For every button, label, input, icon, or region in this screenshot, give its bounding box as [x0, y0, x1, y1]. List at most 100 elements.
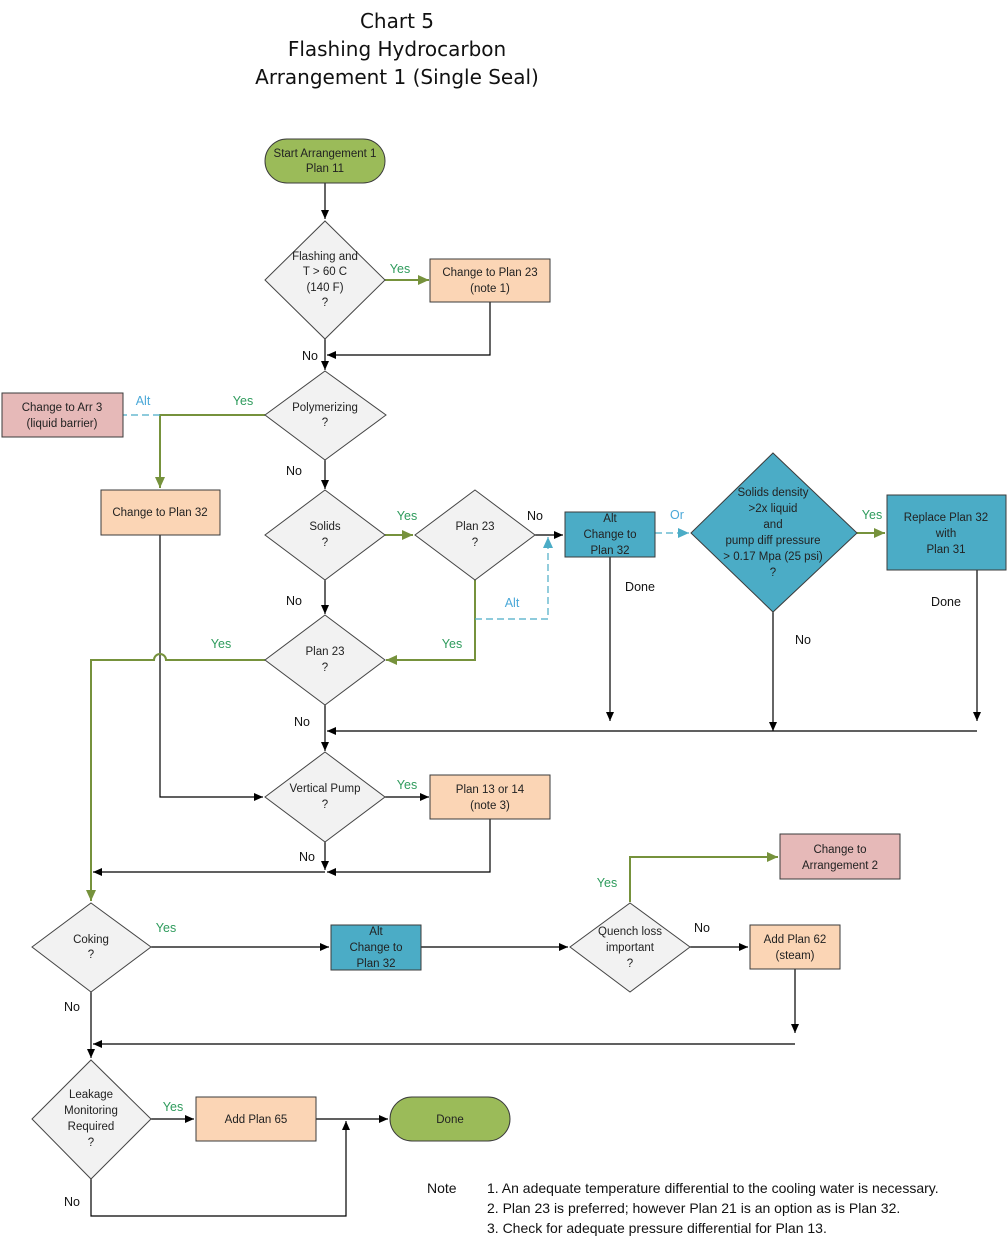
svg-text:(note 3): (note 3)	[470, 800, 510, 812]
label-yes-leakage: Yes	[163, 1100, 183, 1114]
decision-plan23-second: Plan 23 ?	[264, 614, 386, 706]
node-done-line: Done	[436, 1114, 464, 1126]
label-no-plan23: No	[527, 509, 543, 523]
edge-plan23q-yes	[386, 580, 476, 665]
svg-text:important: important	[606, 942, 655, 954]
decision-quench-line: Quench loss	[598, 926, 662, 938]
action-alt-plan32-mid-line: Change to	[349, 942, 402, 954]
decision-solids-line: Solids	[309, 521, 341, 533]
decision-vertical-pump-line: Vertical Pump	[290, 783, 361, 795]
label-no-coking: No	[64, 1000, 80, 1014]
svg-text:and: and	[763, 519, 782, 531]
label-no-leakage: No	[64, 1195, 80, 1209]
label-done-replace: Done	[931, 595, 961, 609]
svg-text:Plan 31: Plan 31	[926, 544, 965, 556]
svg-text:Leakage: Leakage	[69, 1089, 113, 1101]
label-yes-solids: Yes	[397, 509, 417, 523]
label-yes-polymerizing: Yes	[233, 394, 253, 408]
label-or: Or	[670, 508, 684, 522]
edge-plan32left-to-vertical	[159, 535, 263, 801]
label-done-altchange: Done	[625, 580, 655, 594]
decision-polymerizing: Polymerizing ?	[264, 370, 387, 461]
connectors	[86, 183, 981, 1217]
svg-text:?: ?	[88, 949, 94, 961]
action-plan62: Add Plan 62 (steam)	[749, 924, 841, 970]
decision-leakage-line: Monitoring	[64, 1105, 118, 1117]
svg-text:(note 1): (note 1)	[470, 283, 510, 295]
svg-text:Add Plan 65: Add Plan 65	[225, 1114, 288, 1126]
action-arr2-line: Arrangement 2	[802, 860, 878, 872]
decision-leakage-line: Leakage	[69, 1089, 113, 1101]
svg-text:Required: Required	[68, 1121, 115, 1133]
decision-polymerizing-line: Polymerizing	[292, 402, 358, 414]
svg-text:Solids density: Solids density	[738, 487, 809, 499]
svg-text:Coking: Coking	[73, 934, 109, 946]
svg-text:pump diff pressure: pump diff pressure	[725, 535, 820, 547]
svg-text:Change to Plan 32: Change to Plan 32	[112, 507, 207, 519]
action-plan23-note1-line: Change to Plan 23	[442, 267, 537, 279]
svg-text:>2x liquid: >2x liquid	[749, 503, 798, 515]
decision-solids-density-line: pump diff pressure	[725, 535, 820, 547]
svg-text:?: ?	[322, 799, 328, 811]
svg-text:Plan 32: Plan 32	[590, 545, 629, 557]
svg-text:Replace Plan 32: Replace Plan 32	[904, 512, 988, 524]
svg-text:Alt: Alt	[369, 926, 383, 938]
action-arr2: Change to Arrangement 2	[779, 833, 901, 880]
label-yes-plan23: Yes	[442, 637, 462, 651]
edge-polymerizing-yes	[155, 414, 265, 488]
decision-solids-density-line: ?	[770, 567, 776, 579]
svg-text:Polymerizing: Polymerizing	[292, 402, 358, 414]
label-no-flashing: No	[302, 349, 318, 363]
decision-solids: Solids ?	[264, 489, 386, 581]
decision-flashing-line: Flashing and	[292, 251, 358, 263]
decision-coking-line: ?	[88, 949, 94, 961]
note-item-2: 2. Plan 23 is preferred; however Plan 21…	[487, 1200, 900, 1216]
node-done: Done	[389, 1096, 511, 1142]
svg-text:Plan 11: Plan 11	[306, 163, 344, 175]
action-arr3-line: (liquid barrier)	[27, 418, 98, 430]
svg-text:Alt: Alt	[603, 513, 617, 525]
action-replace-plan32-line: Replace Plan 32	[904, 512, 988, 524]
label-yes-coking: Yes	[156, 921, 176, 935]
decision-flashing: Flashing and T > 60 C (140 F) ?	[264, 220, 386, 340]
svg-text:?: ?	[322, 417, 328, 429]
svg-text:Flashing and: Flashing and	[292, 251, 358, 263]
label-yes-flashing: Yes	[390, 262, 410, 276]
decision-flashing-line: (140 F)	[306, 282, 343, 294]
edge-quench-yes	[629, 852, 778, 902]
svg-text:with: with	[935, 528, 956, 540]
svg-text:Change to: Change to	[583, 529, 636, 541]
svg-text:Arrangement 2: Arrangement 2	[802, 860, 878, 872]
label-no-density: No	[795, 633, 811, 647]
decision-vertical-pump-line: ?	[322, 799, 328, 811]
node-start: Start Arrangement 1 Plan 11	[264, 138, 386, 184]
action-plan65: Add Plan 65	[195, 1096, 317, 1142]
svg-text:Add Plan 62: Add Plan 62	[764, 934, 827, 946]
label-yes-density: Yes	[862, 508, 882, 522]
action-alt-plan32-mid-line: Alt	[369, 926, 383, 938]
svg-text:Change to: Change to	[349, 942, 402, 954]
chart-title-line-3: Arrangement 1 (Single Seal)	[255, 65, 539, 89]
svg-text:Change to Plan 23: Change to Plan 23	[442, 267, 537, 279]
action-plan32-left: Change to Plan 32	[100, 489, 221, 536]
label-no-solids: No	[286, 594, 302, 608]
action-replace-plan32-line: with	[935, 528, 956, 540]
action-alt-plan32-top-line: Alt	[603, 513, 617, 525]
action-arr3: Change to Arr 3 (liquid barrier)	[1, 392, 124, 438]
decision-leakage-line: Required	[68, 1121, 115, 1133]
svg-text:?: ?	[88, 1137, 94, 1149]
svg-text:Plan 13 or 14: Plan 13 or 14	[456, 784, 525, 796]
svg-text:?: ?	[472, 537, 478, 549]
action-arr3-line: Change to Arr 3	[22, 402, 103, 414]
label-no-plan23-second: No	[294, 715, 310, 729]
chart-title-line-1: Chart 5	[359, 9, 435, 33]
decision-quench: Quench loss important ?	[569, 902, 691, 993]
decision-leakage-line: ?	[88, 1137, 94, 1149]
svg-text:(steam): (steam)	[776, 950, 815, 962]
svg-text:Done: Done	[436, 1114, 464, 1126]
action-plan62-line: Add Plan 62	[764, 934, 827, 946]
note-item-3: 3. Check for adequate pressure different…	[487, 1220, 827, 1236]
decision-plan23-line: Plan 23	[455, 521, 494, 533]
decision-solids-line: ?	[322, 537, 328, 549]
action-plan23-note1: Change to Plan 23 (note 1)	[429, 258, 551, 303]
